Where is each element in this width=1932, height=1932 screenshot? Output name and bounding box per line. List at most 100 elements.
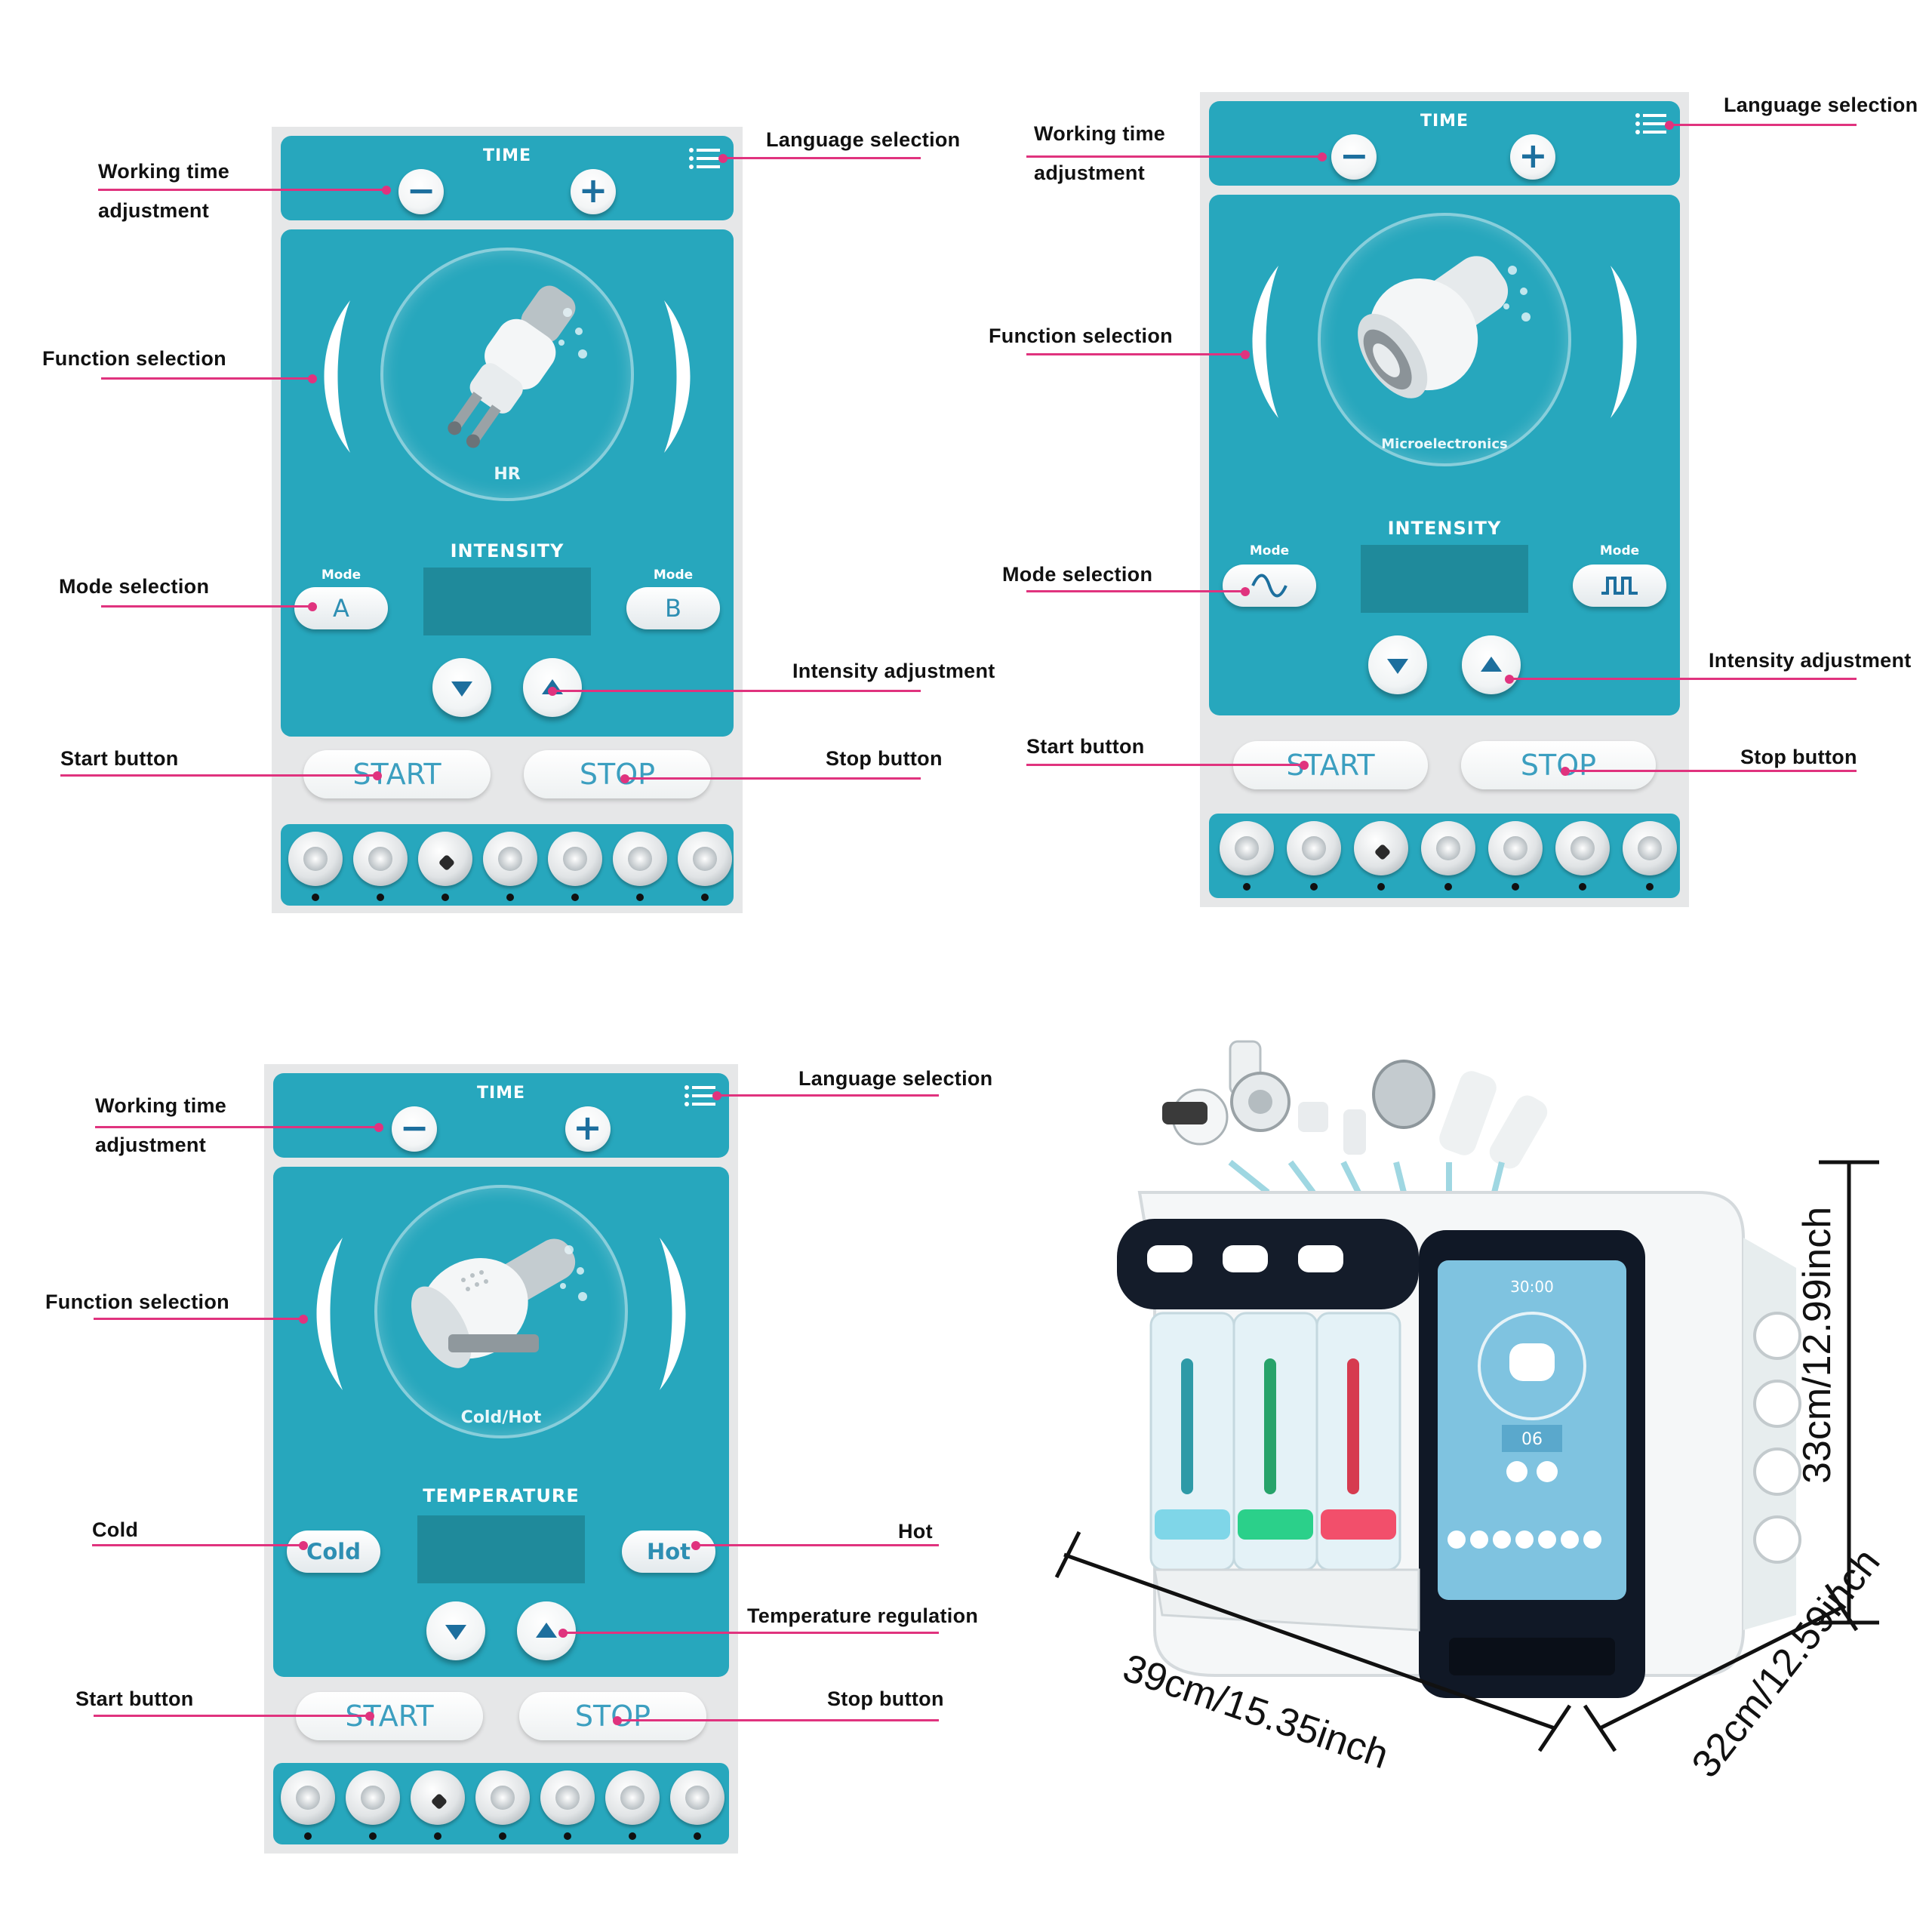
tool-7-icon[interactable] [678, 832, 732, 886]
cold-button[interactable]: Cold [287, 1531, 380, 1573]
arrow-down-icon [451, 681, 472, 697]
stop-button[interactable]: STOP [1461, 741, 1656, 789]
tool-7-icon[interactable] [1623, 821, 1677, 875]
temperature-up-button[interactable] [517, 1601, 577, 1660]
mode-square-button[interactable] [1573, 565, 1666, 607]
tool-6-icon[interactable] [613, 832, 667, 886]
hr-probe-icon[interactable] [394, 260, 620, 486]
tool-indicator-dot [1310, 883, 1318, 891]
tool-6-icon[interactable] [1555, 821, 1610, 875]
previous-function-icon[interactable] [311, 297, 356, 456]
tool-7-icon[interactable] [670, 1770, 724, 1825]
leader-dot [299, 1541, 308, 1550]
leader-line [60, 774, 377, 777]
tool-4-icon[interactable] [475, 1770, 530, 1825]
stop-button[interactable]: STOP [519, 1692, 706, 1740]
annotation-mode: Mode selection [1002, 563, 1153, 586]
leader-dot [1241, 350, 1250, 359]
leader-dot [308, 602, 317, 611]
tool-6-icon[interactable] [605, 1770, 660, 1825]
leader-dot [1241, 587, 1250, 596]
tool-indicator-dot [1512, 883, 1519, 891]
cold-hot-hammer-icon[interactable] [388, 1197, 614, 1423]
handpiece-tool-strip [273, 1763, 729, 1844]
time-plus-button[interactable]: + [1510, 134, 1556, 180]
leader-dot [1665, 121, 1674, 130]
temperature-label: TEMPERATURE [423, 1485, 580, 1506]
tool-indicator-dot [377, 894, 384, 901]
time-plus-button[interactable]: + [565, 1106, 611, 1152]
tool-1-icon[interactable] [288, 832, 343, 886]
language-menu-icon[interactable] [1635, 112, 1668, 136]
arrow-up-icon [1481, 657, 1503, 672]
function-name: HR [494, 465, 521, 484]
annotation-function: Function selection [989, 325, 1173, 347]
tool-indicator-dot [1444, 883, 1452, 891]
temperature-down-button[interactable] [426, 1601, 485, 1660]
tool-5-icon[interactable] [548, 832, 602, 886]
mode-label-left: Mode [321, 568, 361, 583]
time-minus-button[interactable]: − [1331, 134, 1377, 180]
time-minus-button[interactable]: − [398, 169, 444, 214]
tool-5-icon[interactable] [1488, 821, 1543, 875]
intensity-down-button[interactable] [1367, 635, 1427, 694]
tool-2-icon[interactable] [346, 1770, 400, 1825]
tool-2-icon[interactable] [1287, 821, 1341, 875]
tool-3-icon[interactable] [418, 832, 472, 886]
tool-indicator-dot [369, 1832, 377, 1840]
intensity-up-button[interactable] [1462, 635, 1521, 694]
tool-1-icon[interactable] [1220, 821, 1274, 875]
annotation-working-time: Working time [1034, 122, 1166, 145]
time-plus-button[interactable]: + [571, 169, 616, 214]
arrow-up-icon [536, 1623, 558, 1638]
annotation-start: Start button [1026, 735, 1145, 758]
annotation-working-time-2: adjustment [1034, 162, 1146, 184]
leader-line [94, 1715, 370, 1717]
annotation-working-time-2: adjustment [98, 199, 210, 222]
stop-button[interactable]: STOP [524, 750, 711, 798]
intensity-label: INTENSITY [1387, 518, 1502, 539]
start-button[interactable]: START [303, 750, 491, 798]
time-label: TIME [476, 1084, 526, 1103]
sine-wave-icon [1251, 574, 1287, 598]
leader-line [617, 1719, 939, 1721]
language-menu-icon[interactable] [688, 146, 721, 171]
time-minus-button[interactable]: − [392, 1106, 438, 1152]
previous-function-icon[interactable] [1239, 263, 1284, 421]
intensity-display [1361, 545, 1528, 613]
tool-4-icon[interactable] [483, 832, 537, 886]
intensity-down-button[interactable] [432, 658, 491, 717]
annotation-temperature: Temperature regulation [747, 1604, 979, 1627]
language-menu-icon[interactable] [684, 1084, 717, 1108]
function-name: Microelectronics [1381, 436, 1508, 452]
tool-3-icon[interactable] [1354, 821, 1408, 875]
leader-dot [691, 1541, 700, 1550]
leader-line [1026, 155, 1322, 158]
microcurrent-probe-icon[interactable] [1331, 225, 1558, 451]
mode-sine-button[interactable] [1223, 565, 1316, 607]
tool-indicator-dot [564, 1832, 571, 1840]
next-function-icon[interactable] [654, 1235, 699, 1393]
tool-indicator-dot [312, 894, 319, 901]
hot-button[interactable]: Hot [622, 1531, 715, 1573]
tool-indicator-dot [694, 1832, 701, 1840]
annotation-working-time: Working time [95, 1094, 227, 1117]
next-function-icon[interactable] [1604, 263, 1650, 421]
temperature-display [417, 1515, 585, 1583]
tool-5-icon[interactable] [540, 1770, 595, 1825]
tool-1-icon[interactable] [281, 1770, 335, 1825]
annotation-hot: Hot [898, 1520, 933, 1543]
tool-indicator-dot [1377, 883, 1385, 891]
mode-b-button[interactable]: B [626, 587, 720, 629]
screen-panel-cold-hot: TIME − + Cold/Hot TE [264, 1064, 738, 1854]
handpieces-icon [1162, 1040, 1548, 1195]
function-area: HR INTENSITY Mode Mode A B [281, 229, 734, 737]
function-ring [380, 248, 634, 501]
leader-dot [712, 1091, 721, 1100]
tool-3-icon[interactable] [411, 1770, 465, 1825]
previous-function-icon[interactable] [303, 1235, 349, 1393]
tool-indicator-dot [441, 894, 449, 901]
tool-4-icon[interactable] [1421, 821, 1475, 875]
next-function-icon[interactable] [658, 297, 703, 456]
tool-2-icon[interactable] [353, 832, 408, 886]
